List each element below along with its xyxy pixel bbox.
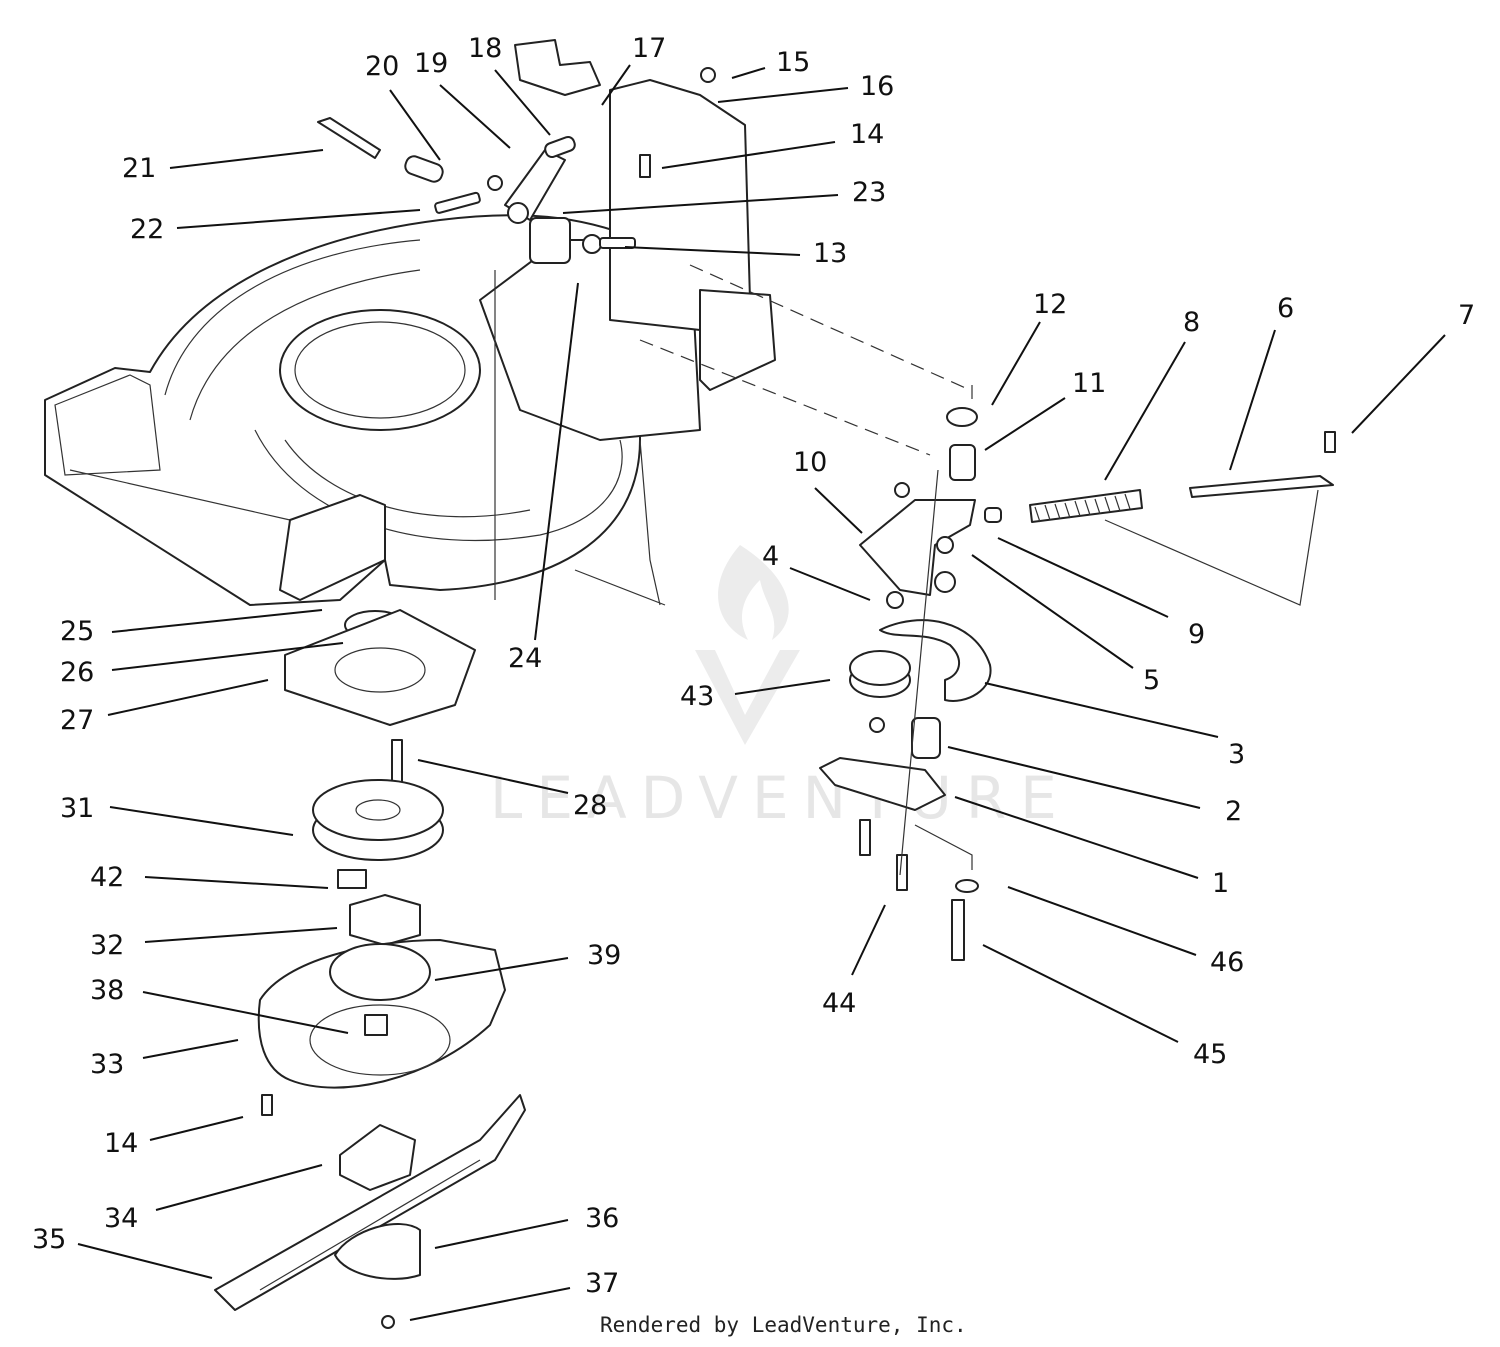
callout-37: 37 (585, 1268, 619, 1299)
callout-3: 3 (1228, 739, 1245, 770)
callout-43: 43 (680, 681, 714, 712)
watermark-text: LEADVENTURE (490, 764, 1071, 832)
callout-39: 39 (587, 940, 621, 971)
callout-22: 22 (130, 214, 164, 245)
spindle-assembly (214, 609, 526, 1329)
callout-34: 34 (104, 1203, 138, 1234)
callout-19: 19 (414, 48, 448, 79)
callout-8: 8 (1183, 307, 1200, 338)
callout-21: 21 (122, 153, 156, 184)
callout-27: 27 (60, 705, 94, 736)
callout-20: 20 (365, 51, 399, 82)
callout-36: 36 (585, 1203, 619, 1234)
callout-4: 4 (762, 541, 779, 572)
callout-44: 44 (822, 988, 856, 1019)
callout-42: 42 (90, 862, 124, 893)
callout-23: 23 (852, 177, 886, 208)
callout-38: 38 (90, 975, 124, 1006)
callout-13: 13 (813, 238, 847, 269)
credit-text: Rendered by LeadVenture, Inc. (600, 1313, 967, 1337)
callout-33: 33 (90, 1049, 124, 1080)
height-adjust-linkage (317, 67, 716, 264)
callout-18: 18 (468, 33, 502, 64)
callouts: 20 19 18 17 15 16 21 14 22 23 13 12 8 6 … (32, 33, 1475, 1321)
callout-11: 11 (1072, 368, 1106, 399)
callout-31: 31 (60, 793, 94, 824)
callout-28: 28 (573, 790, 607, 821)
callout-24: 24 (508, 643, 542, 674)
callout-15: 15 (776, 47, 810, 78)
callout-7: 7 (1458, 300, 1475, 331)
callout-12: 12 (1033, 289, 1067, 320)
callout-45: 45 (1193, 1039, 1227, 1070)
mower-deck (44, 39, 971, 606)
callout-14-bottom: 14 (104, 1128, 138, 1159)
callout-6: 6 (1277, 293, 1294, 324)
callout-14-top: 14 (850, 119, 884, 150)
callout-35: 35 (32, 1224, 66, 1255)
callout-9: 9 (1188, 619, 1205, 650)
callout-16: 16 (860, 71, 894, 102)
callout-32: 32 (90, 930, 124, 961)
callout-25: 25 (60, 616, 94, 647)
callout-17: 17 (632, 33, 666, 64)
callout-46: 46 (1210, 947, 1244, 978)
idler-assembly (819, 385, 1336, 961)
watermark: LEADVENTURE (490, 545, 1071, 832)
callout-26: 26 (60, 657, 94, 688)
callout-2: 2 (1225, 796, 1242, 827)
callout-10: 10 (793, 447, 827, 478)
callout-1: 1 (1212, 868, 1229, 899)
callout-5: 5 (1143, 665, 1160, 696)
